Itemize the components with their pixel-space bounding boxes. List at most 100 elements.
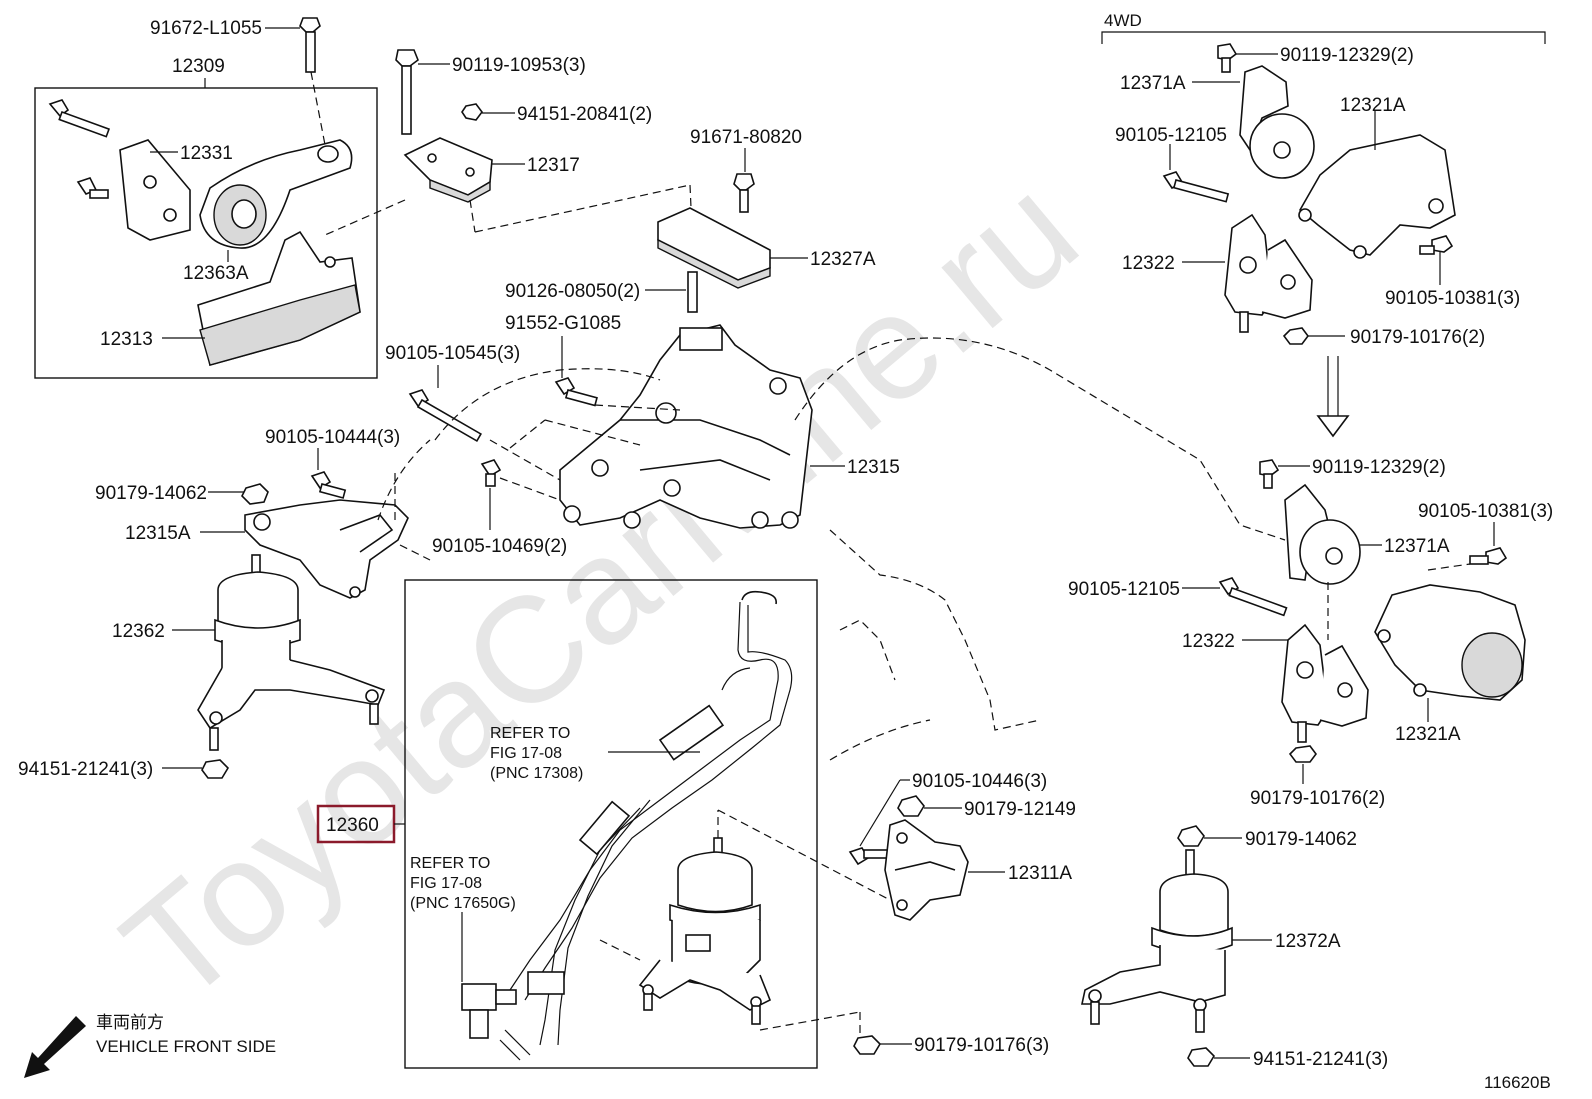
label-90179-10176-center[interactable]: 90179-10176(3)	[914, 1035, 1049, 1056]
refer-note-2-line3: (PNC 17650G)	[410, 895, 516, 912]
bracket-12311A-icon	[884, 819, 969, 921]
label-12322-lower[interactable]: 12322	[1182, 631, 1235, 652]
label-90179-14062-right[interactable]: 90179-14062	[1245, 829, 1357, 850]
nut-90179-12149-icon	[897, 795, 925, 817]
label-12321A-lower[interactable]: 12321A	[1395, 724, 1461, 745]
label-90179-10176-lower[interactable]: 90179-10176(2)	[1250, 788, 1385, 809]
bracket-12321A-upper-icon	[1298, 134, 1456, 259]
nut-94151-21241-right-icon	[1187, 1047, 1216, 1067]
bracket-12322-lower-icon	[1281, 623, 1369, 743]
label-90105-10545[interactable]: 90105-10545(3)	[385, 343, 520, 364]
mount-12363A-icon	[199, 139, 353, 249]
bracket-12371A-upper-icon	[1239, 65, 1315, 179]
label-90105-10381-upper[interactable]: 90105-10381(3)	[1385, 288, 1520, 309]
bracket-12322-upper-icon	[1224, 213, 1313, 333]
label-12313[interactable]: 12313	[100, 329, 153, 350]
label-12321A-upper[interactable]: 12321A	[1340, 95, 1406, 116]
plate-12327A-icon	[657, 207, 771, 289]
label-12309[interactable]: 12309	[172, 56, 225, 77]
nut-94151-21241-left-icon	[201, 759, 230, 779]
label-12322-upper[interactable]: 12322	[1122, 253, 1175, 274]
label-90105-10469[interactable]: 90105-10469(2)	[432, 536, 567, 557]
bolt-91671-80820-icon	[733, 173, 755, 213]
bolt-90105-12105-lower-icon	[1218, 577, 1288, 617]
bolt-91672-icon	[299, 17, 321, 73]
bolt-90105-10545-icon	[408, 389, 482, 443]
refer-note-1-line3: (PNC 17308)	[490, 765, 583, 782]
label-12315[interactable]: 12315	[847, 457, 900, 478]
label-12371A-upper[interactable]: 12371A	[1120, 73, 1186, 94]
mount-12362-icon	[197, 554, 386, 751]
bracket-12315-icon	[559, 324, 813, 529]
section-bracket-4wd	[1101, 31, 1546, 44]
bracket-12331-icon	[119, 139, 191, 241]
bolt-90105-12105-upper-icon	[1162, 171, 1230, 203]
nut-90179-14062-right-icon	[1177, 825, 1205, 847]
nut-90179-10176-lower-icon	[1288, 745, 1317, 763]
vsv-valve-icon	[461, 983, 517, 1039]
bracket-12313-icon	[197, 230, 361, 367]
direction-label-en: VEHICLE FRONT SIDE	[96, 1037, 276, 1056]
label-12311A[interactable]: 12311A	[1008, 863, 1072, 884]
label-90105-10446[interactable]: 90105-10446(3)	[912, 771, 1047, 792]
label-90105-10381-lower[interactable]: 90105-10381(3)	[1418, 501, 1553, 522]
label-12371A-lower[interactable]: 12371A	[1384, 536, 1450, 557]
mount-12360-icon	[638, 837, 772, 1025]
bolt-90105-10469-icon	[480, 459, 502, 487]
label-94151-20841[interactable]: 94151-20841(2)	[517, 104, 652, 125]
label-90119-12329-upper[interactable]: 90119-12329(2)	[1280, 45, 1414, 66]
vehicle-front-arrow-icon	[24, 1016, 86, 1078]
bolt-90119-12329-lower-icon	[1259, 459, 1280, 489]
label-91671-80820[interactable]: 91671-80820	[690, 127, 802, 148]
label-90105-12105-lower[interactable]: 90105-12105	[1068, 579, 1180, 600]
vacuum-hoses-icon	[499, 590, 793, 1061]
nut-90179-14062-icon	[241, 483, 269, 505]
bolt-90119-10953-icon	[395, 49, 419, 135]
nut-90179-10176-center-icon	[853, 1035, 882, 1055]
stud-90126-08050-icon	[687, 271, 698, 313]
bracket-12317-icon	[403, 137, 493, 203]
label-94151-21241-right[interactable]: 94151-21241(3)	[1253, 1049, 1388, 1070]
label-12327A[interactable]: 12327A	[810, 249, 876, 270]
arrow-down-icon	[1316, 356, 1350, 438]
label-91552-G1085[interactable]: 91552-G1085	[505, 313, 621, 334]
bolt-90105-10381-upper-icon	[1419, 235, 1454, 255]
bolt-90105-10446-icon	[848, 847, 889, 866]
mount-12372A-icon	[1081, 849, 1233, 1033]
label-90119-12329-lower[interactable]: 90119-12329(2)	[1312, 457, 1446, 478]
bolt-90119-12329-upper-icon	[1217, 43, 1238, 73]
bolt-90105-10444-icon	[310, 471, 347, 499]
label-90126-08050[interactable]: 90126-08050(2)	[505, 281, 640, 302]
refer-note-2-line2: FIG 17-08	[410, 875, 482, 892]
bolt-90105-10381-lower-icon	[1469, 547, 1508, 565]
refer-note-1-line1: REFER TO	[490, 725, 570, 742]
bracket-12315A-icon	[244, 499, 409, 599]
label-12360[interactable]: 12360	[326, 815, 379, 836]
direction-label-jp: 車両前方	[96, 1013, 164, 1032]
label-12331[interactable]: 12331	[180, 143, 233, 164]
bolt-small-a-icon	[48, 99, 111, 138]
label-91672-L1055[interactable]: 91672-L1055	[150, 18, 262, 39]
nut-90179-10176-upper-icon	[1282, 327, 1309, 345]
label-90179-12149[interactable]: 90179-12149	[964, 799, 1076, 820]
label-12372A[interactable]: 12372A	[1275, 931, 1341, 952]
refer-note-1-line2: FIG 17-08	[490, 745, 562, 762]
label-90105-12105-upper[interactable]: 90105-12105	[1115, 125, 1227, 146]
label-12362[interactable]: 12362	[112, 621, 165, 642]
label-90119-10953[interactable]: 90119-10953(3)	[452, 55, 586, 76]
refer-note-2-line1: REFER TO	[410, 855, 490, 872]
label-12315A[interactable]: 12315A	[125, 523, 191, 544]
nut-94151-20841-icon	[461, 103, 483, 121]
label-12363A[interactable]: 12363A	[183, 263, 249, 284]
bolt-91552-G1085-icon	[554, 377, 598, 407]
label-94151-21241-left[interactable]: 94151-21241(3)	[18, 759, 153, 780]
label-90105-10444[interactable]: 90105-10444(3)	[265, 427, 400, 448]
label-12317[interactable]: 12317	[527, 155, 580, 176]
bracket-12371A-lower-icon	[1284, 483, 1361, 585]
group-box-12309	[34, 87, 378, 379]
label-90179-10176-upper[interactable]: 90179-10176(2)	[1350, 327, 1485, 348]
label-90179-14062-left[interactable]: 90179-14062	[95, 483, 207, 504]
hose-clamp-icon	[527, 971, 565, 995]
label-4wd[interactable]: 4WD	[1104, 11, 1142, 30]
